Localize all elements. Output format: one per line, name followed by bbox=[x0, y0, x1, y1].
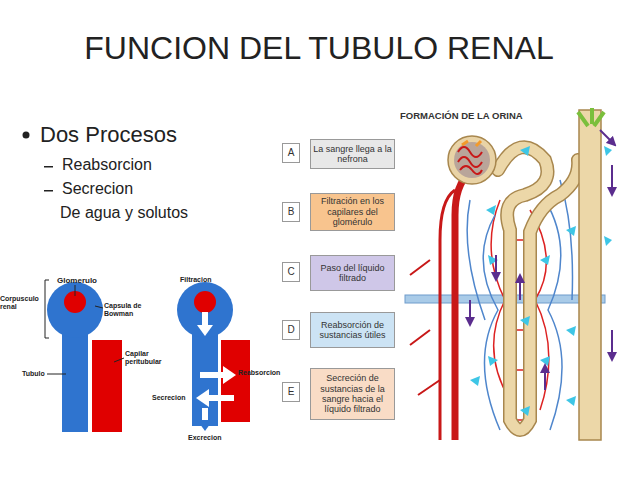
process-name: Secrecion bbox=[152, 394, 185, 402]
step-box: Secreción de sustancias de la sangre hac… bbox=[310, 368, 395, 420]
part-name: Capilar peritubular bbox=[125, 350, 165, 366]
step-letter-text: A bbox=[288, 147, 295, 159]
step-letter: E bbox=[282, 382, 300, 402]
step-text: Filtración en los capilares del glomérul… bbox=[313, 196, 392, 227]
process-name: Excrecion bbox=[188, 434, 221, 442]
step-box: Reabsorción de sustancias útiles bbox=[310, 312, 395, 348]
step-letter: B bbox=[282, 202, 300, 222]
nephron-illustration bbox=[405, 108, 615, 440]
figure-heading: FORMACIÓN DE LA ORINA bbox=[400, 111, 523, 122]
process-name: Reabsorcion bbox=[238, 369, 280, 377]
slide-title: FUNCION DEL TUBULO RENAL bbox=[0, 30, 638, 67]
step-box: Filtración en los capilares del glomérul… bbox=[310, 193, 395, 231]
step-text: Paso del líquido filtrado bbox=[313, 263, 392, 284]
step-letter: C bbox=[282, 262, 300, 282]
step-text: Reabsorción de sustancias útiles bbox=[313, 320, 392, 341]
step-box: La sangre llega a la nefrona bbox=[310, 139, 395, 169]
step-letter-text: B bbox=[288, 206, 295, 218]
step-letter-text: C bbox=[287, 266, 294, 278]
sub-bullet-text: Reabsorcion bbox=[62, 156, 152, 174]
sub-bullet-text: Secrecion bbox=[62, 180, 133, 198]
step-text: Secreción de sustancias de la sangre hac… bbox=[313, 373, 392, 414]
step-box: Paso del líquido filtrado bbox=[310, 255, 395, 291]
process-schema bbox=[177, 282, 250, 431]
part-name: Glomerulo bbox=[57, 276, 97, 285]
part-name: Tubulo bbox=[22, 370, 45, 378]
step-letter-text: E bbox=[288, 386, 295, 398]
bullet-text: Dos Procesos bbox=[40, 122, 177, 147]
step-letter-text: D bbox=[287, 324, 294, 336]
step-text: La sangre llega a la nefrona bbox=[313, 144, 392, 165]
part-name: Capsula de Bowman bbox=[104, 302, 149, 318]
bullet-note: De agua y solutos bbox=[60, 204, 188, 222]
step-letter: D bbox=[282, 320, 300, 340]
step-letter: A bbox=[282, 143, 300, 163]
part-name: Corpusculo renal bbox=[0, 295, 42, 311]
process-name: Filtracion bbox=[180, 276, 212, 284]
